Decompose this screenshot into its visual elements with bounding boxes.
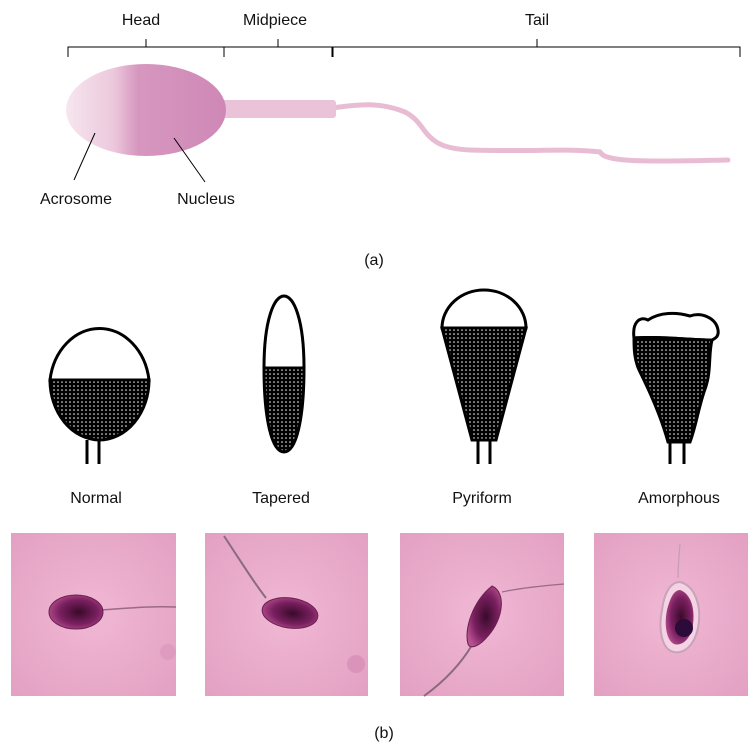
pyriform-micrograph <box>400 533 564 696</box>
sperm-midpiece <box>218 100 336 118</box>
pyriform-head-drawing <box>442 290 526 464</box>
amorphous-micrograph <box>594 533 748 696</box>
normal-head-drawing <box>50 328 149 464</box>
acrosome-label: Acrosome <box>40 191 112 208</box>
caption-a: (a) <box>364 252 384 269</box>
tapered-label: Tapered <box>252 490 310 507</box>
head-region-label: Head <box>122 12 160 29</box>
pyriform-label: Pyriform <box>452 490 512 507</box>
nucleus-label: Nucleus <box>177 191 235 208</box>
tapered-micrograph <box>205 533 368 696</box>
part-b-micrographs: (b) <box>11 533 748 742</box>
sperm-head <box>66 64 226 156</box>
midpiece-region-label: Midpiece <box>243 12 307 29</box>
normal-label: Normal <box>70 490 122 507</box>
region-brackets <box>68 39 740 57</box>
caption-b: (b) <box>374 725 394 742</box>
part-a-diagram: Head Midpiece Tail Acrosome Nucleus (a) <box>40 12 740 269</box>
normal-micrograph <box>11 533 176 696</box>
amorphous-label: Amorphous <box>638 490 720 507</box>
tail-bracket <box>333 39 740 57</box>
part-b-drawings: Normal Tapered Pyriform Amorphous <box>50 290 720 507</box>
tail-region-label: Tail <box>525 12 549 29</box>
amorphous-head-drawing <box>634 313 719 464</box>
tapered-head-drawing <box>264 296 304 452</box>
sperm-tail <box>332 105 728 161</box>
midpiece-bracket <box>224 39 332 57</box>
acrosome-leader-line <box>74 133 95 180</box>
head-bracket <box>68 39 224 57</box>
